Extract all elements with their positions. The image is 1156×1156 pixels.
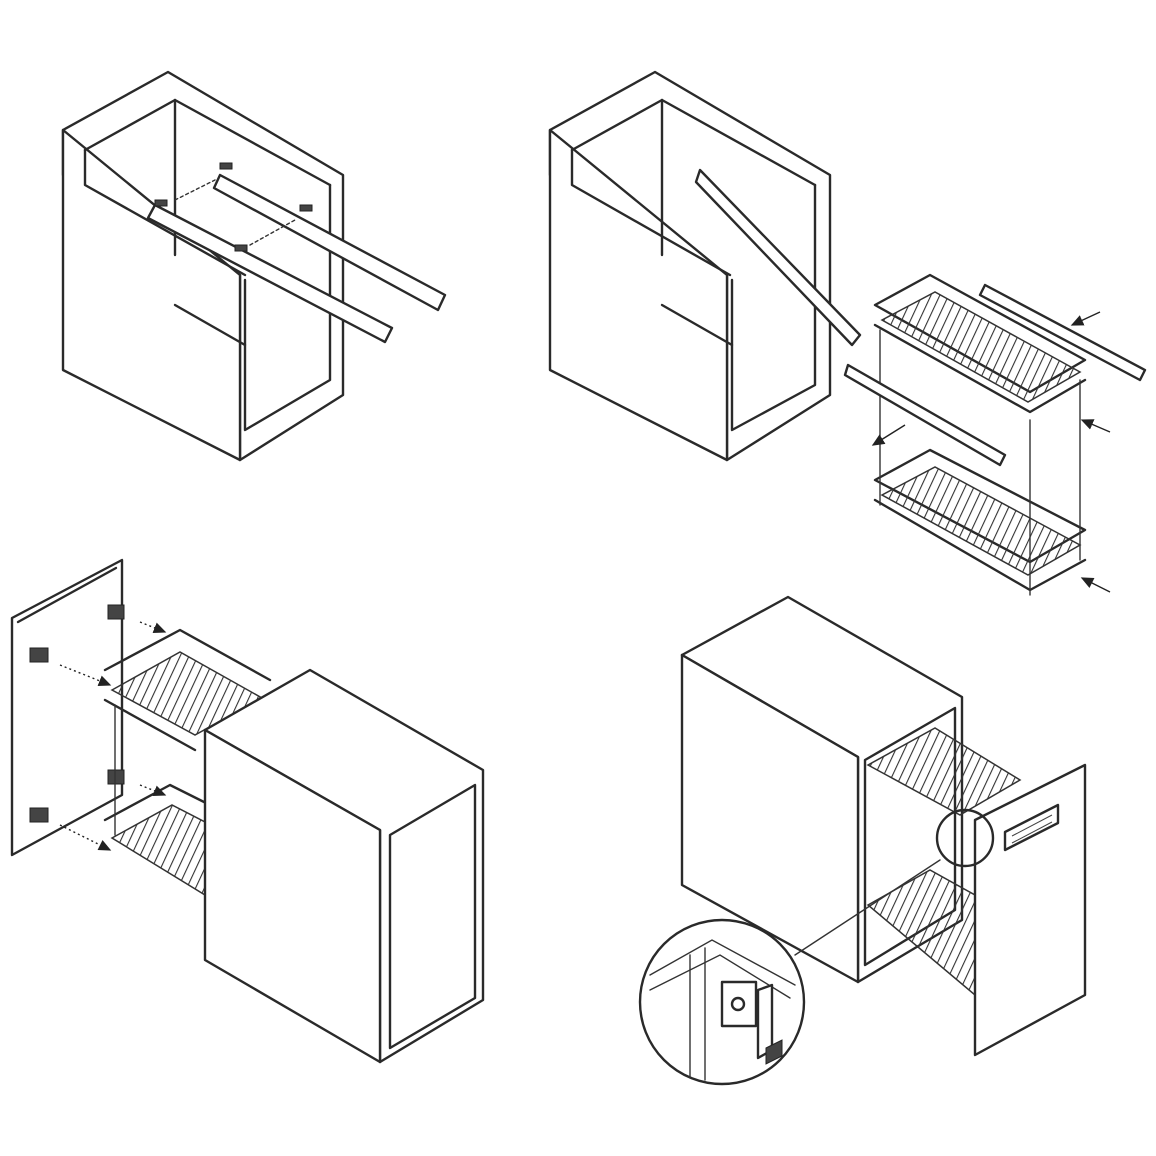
step4-detail-marker xyxy=(935,808,995,868)
step-4-final-assembly xyxy=(638,595,1087,1086)
step2-basket xyxy=(873,273,1087,596)
step3-door-panel xyxy=(10,558,124,857)
step3-door-clip xyxy=(29,647,49,663)
step4-handle xyxy=(1003,803,1060,852)
step4-detail-contents xyxy=(649,939,796,1081)
step1-bracket xyxy=(219,162,233,170)
step-3-door-fixing xyxy=(10,558,485,1064)
step-2-basket-attach xyxy=(548,70,1147,596)
step1-rail-upper xyxy=(212,173,447,312)
step-1-cabinet-with-slides xyxy=(61,70,447,462)
step1-rail-lower xyxy=(146,203,394,344)
step4-drawer-front xyxy=(973,763,1087,1057)
